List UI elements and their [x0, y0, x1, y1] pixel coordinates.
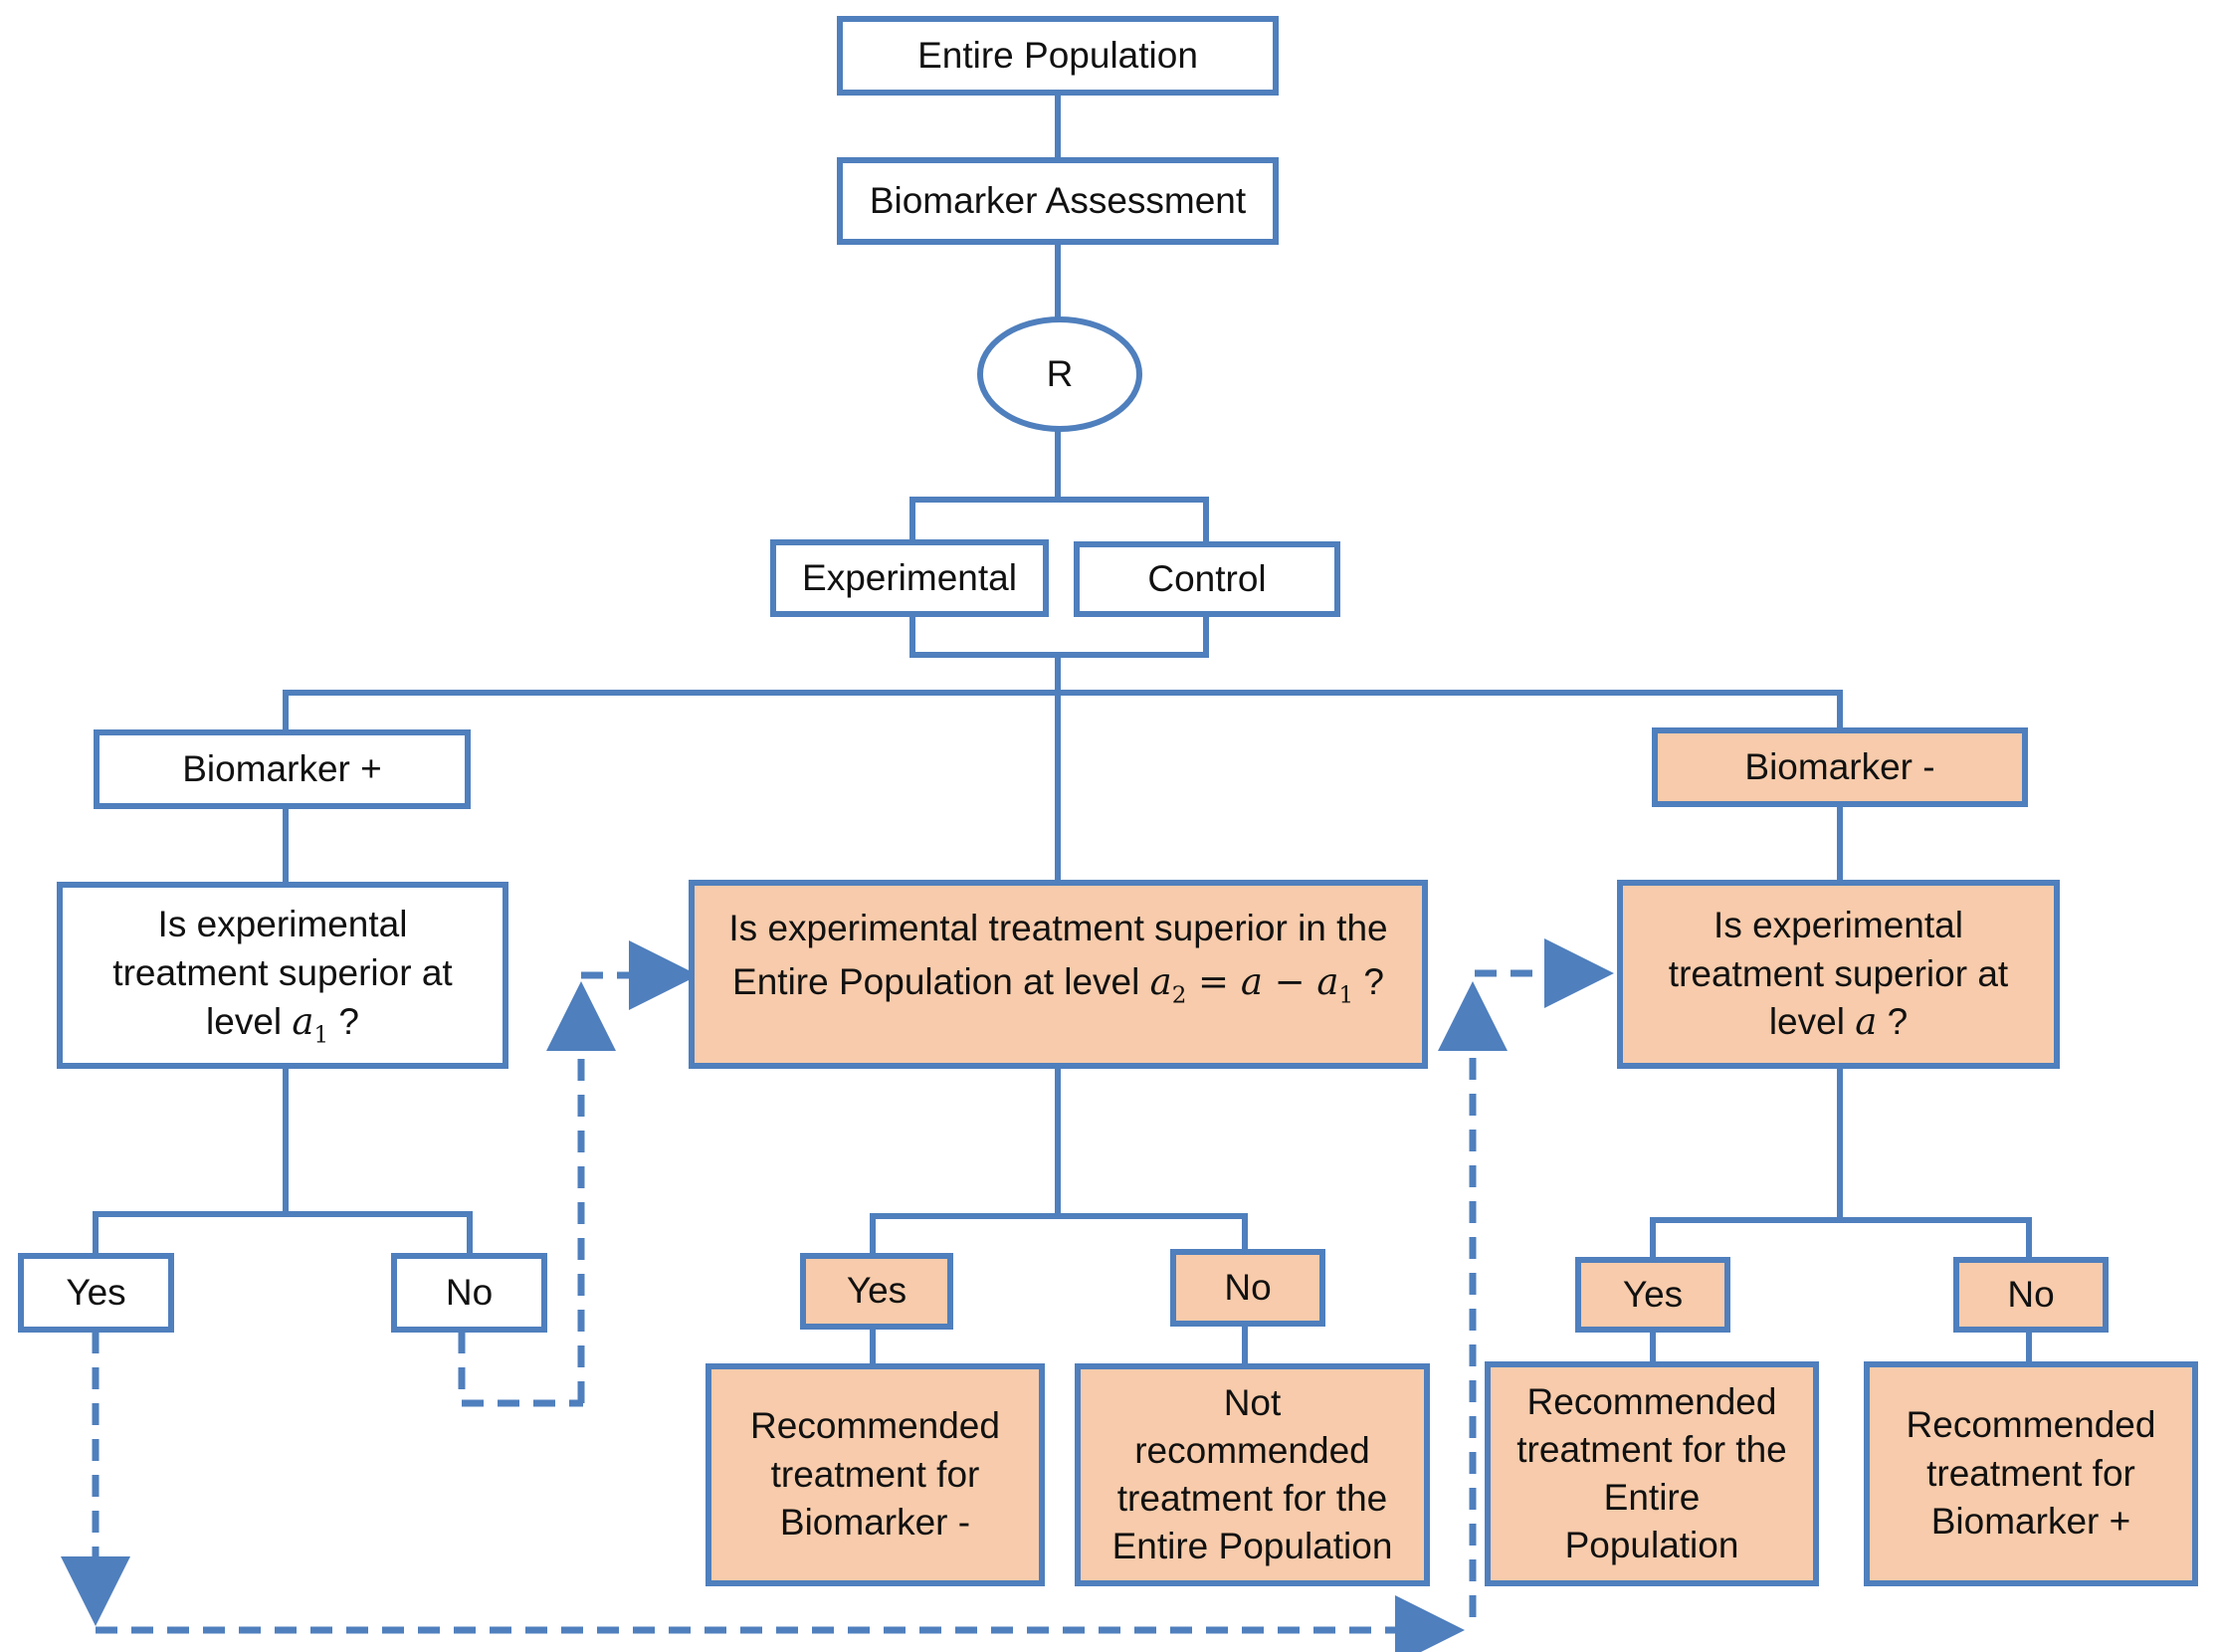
question-right-box: Is experimental treatment superior at le…: [1617, 880, 2060, 1069]
left-yes-box: Yes: [18, 1253, 174, 1333]
middle-no-box: No: [1170, 1249, 1325, 1327]
entire-population-box: Entire Population: [837, 16, 1279, 96]
dashed-arrow-no-to-mid-question: [458, 1332, 583, 1407]
experimental-arm-box: Experimental: [770, 539, 1049, 617]
biomarker-negative-box: Biomarker -: [1652, 727, 2028, 807]
middle-yes-box: Yes: [800, 1253, 953, 1330]
connector-right-question-split: [1650, 1067, 2032, 1257]
randomization-node: R: [977, 316, 1142, 432]
recommended-entire-population-box: Recommended treatment for the Entire Pop…: [1485, 1361, 1819, 1586]
connector-subgroup-bar: [283, 690, 1843, 729]
right-no-box: No: [1953, 1257, 2109, 1333]
right-yes-box: Yes: [1575, 1257, 1730, 1333]
biomarker-assessment-box: Biomarker Assessment: [837, 157, 1279, 245]
connector-left-question-split: [93, 1067, 473, 1253]
left-no-box: No: [391, 1253, 547, 1333]
recommended-biomarker-negative-box: Recommended treatment for Biomarker -: [705, 1363, 1045, 1586]
not-recommended-entire-box: Not recommended treatment for the Entire…: [1075, 1363, 1430, 1586]
question-middle-box: Is experimental treatment superior in th…: [689, 880, 1428, 1069]
recommended-biomarker-positive-box: Recommended treatment for Biomarker +: [1864, 1361, 2198, 1586]
biomarker-positive-box: Biomarker +: [94, 729, 471, 809]
connector-arms-top: [909, 497, 1209, 541]
connector-mid-question-split: [870, 1067, 1248, 1253]
connector-arms-bottom: [909, 615, 1209, 658]
question-left-box: Is experimental treatment superior at le…: [57, 882, 508, 1069]
control-arm-box: Control: [1074, 541, 1340, 617]
